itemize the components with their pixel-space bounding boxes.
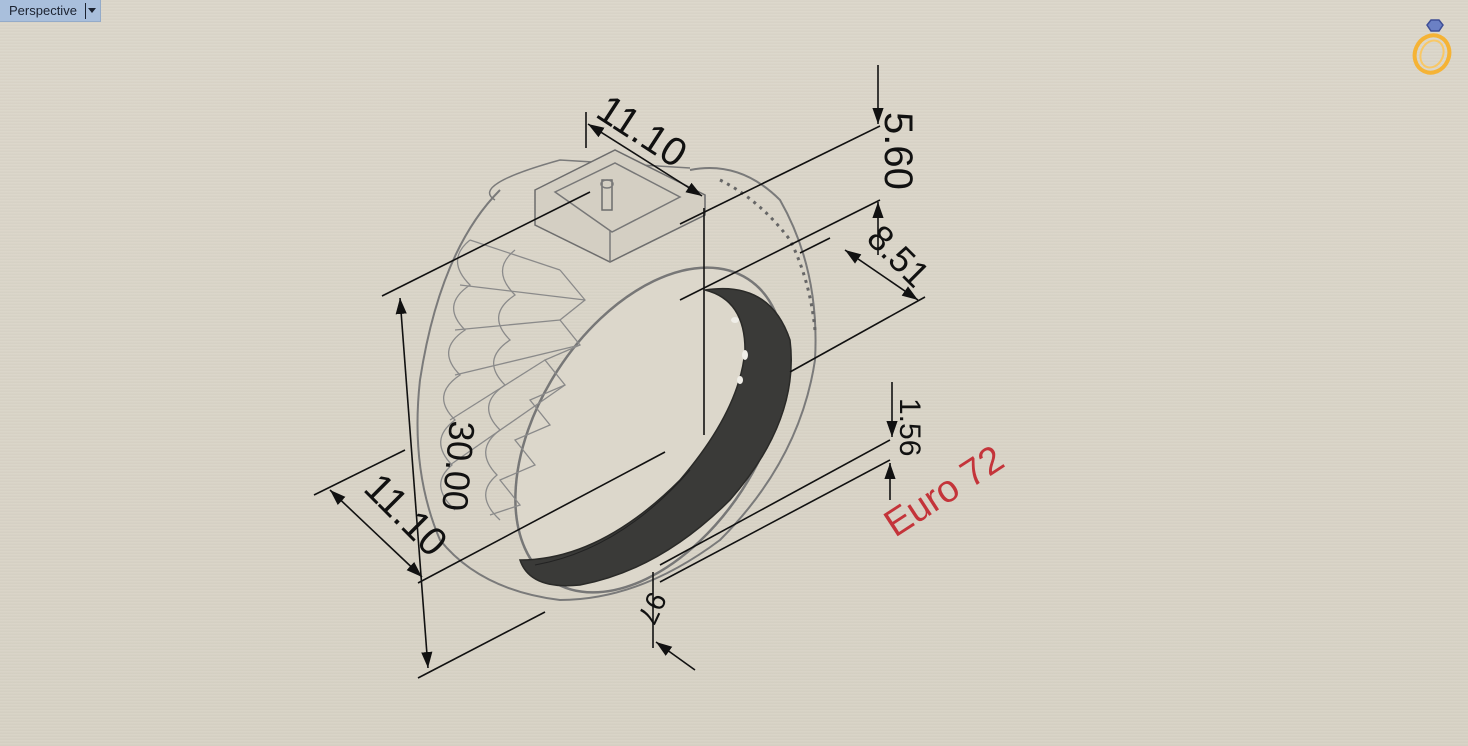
ring-logo-icon <box>1412 19 1452 75</box>
ring-model[interactable] <box>416 149 841 641</box>
viewport-title-tab[interactable]: Perspective <box>0 0 101 22</box>
dim-head-height: 5.60 <box>876 112 920 190</box>
dim-overall-height: 30.00 <box>434 419 483 512</box>
dim-shank-thickness: 1.56 <box>893 398 926 456</box>
viewport-title[interactable]: Perspective <box>9 3 77 18</box>
dim-side-width: 8.51 <box>859 217 938 296</box>
dim-bottom-partial: 97 <box>631 587 672 628</box>
dimension-lines <box>313 65 926 679</box>
